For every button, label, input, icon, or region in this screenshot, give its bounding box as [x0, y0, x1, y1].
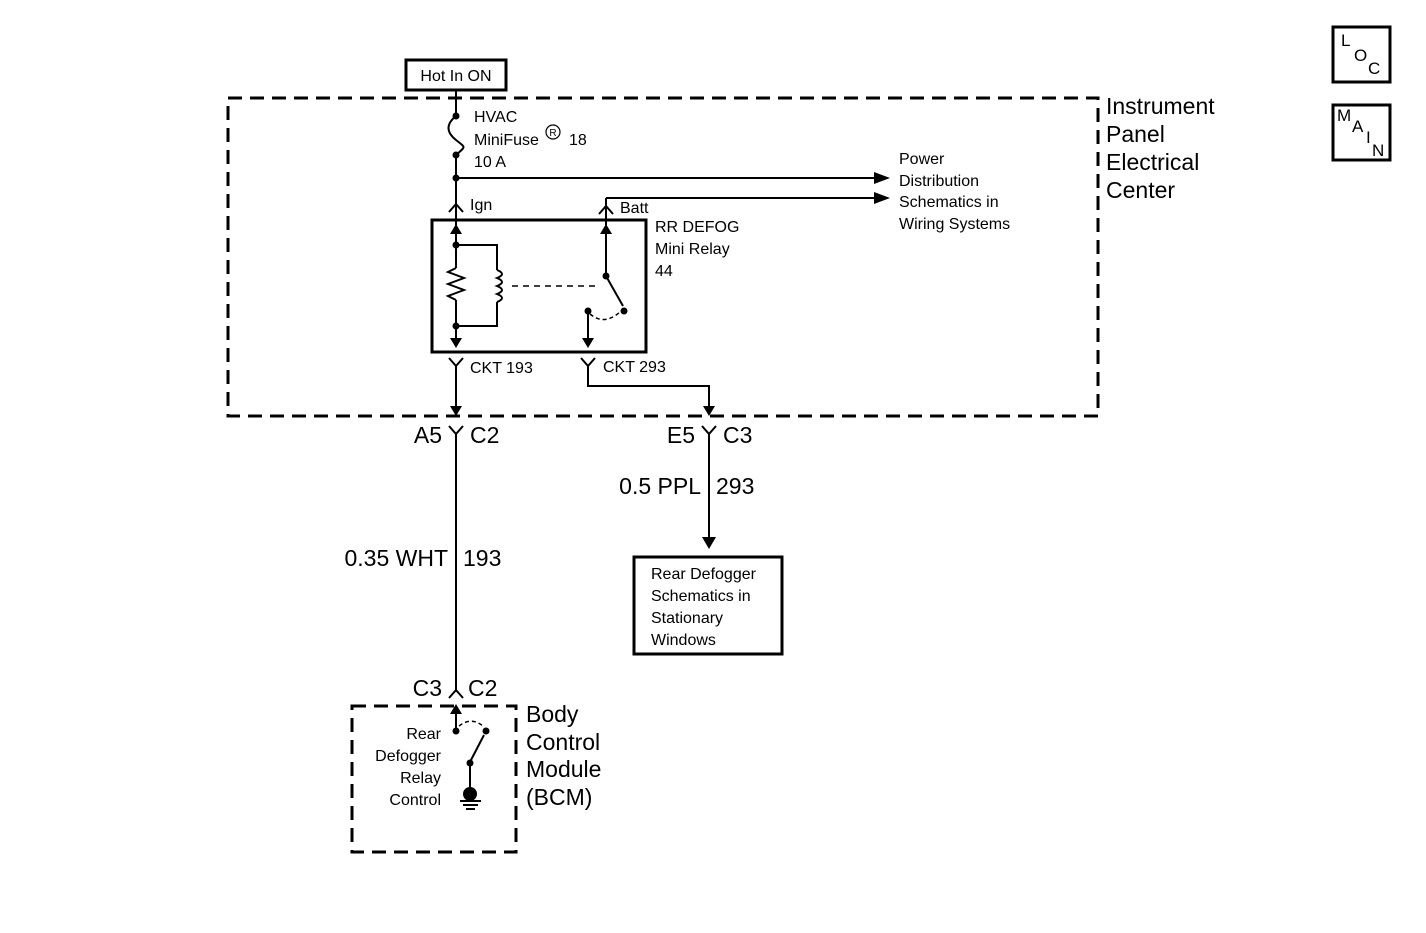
rear-defogger-reference-box: Rear Defogger Schematics in Stationary W…: [632, 555, 784, 656]
arrow-up-icon: [600, 224, 612, 234]
bcm-function-line: Relay: [400, 770, 441, 787]
ipec-title: Instrument Panel Electrical Center: [1106, 93, 1215, 203]
coil-wire: [456, 244, 498, 270]
connector-e5-c3-icon: [701, 425, 717, 436]
connector-c2-label: C2: [470, 422, 499, 448]
ipec-title-line: Center: [1106, 177, 1175, 203]
ckt293-label: CKT 293: [603, 359, 666, 376]
main-letter: N: [1372, 141, 1384, 160]
wire-193-gauge-color: 0.35 WHT: [344, 545, 448, 571]
rear-defogger-line: Rear Defogger: [651, 566, 757, 583]
bcm-connector-c3-label: C3: [413, 675, 442, 701]
resistor-icon: [445, 267, 467, 301]
fuse-number: 18: [569, 132, 587, 149]
arrow-right-icon: [874, 192, 890, 204]
rear-defogger-line: Stationary: [651, 610, 723, 627]
fuse-symbol: [447, 115, 465, 156]
relay-number: 44: [655, 263, 673, 280]
arrow-up-icon: [450, 704, 462, 714]
power-dist-line: Distribution: [899, 173, 979, 190]
main-button[interactable]: M A I N: [1331, 103, 1392, 162]
registered-mark-letter: R: [549, 128, 556, 139]
fuse-name: HVAC: [474, 109, 517, 126]
ckt193-label: CKT 193: [470, 360, 533, 377]
switch-blade: [605, 275, 624, 307]
switch-contact-dot: [620, 307, 628, 315]
rear-defogger-line: Windows: [651, 632, 716, 649]
power-dist-line: Schematics in: [899, 194, 999, 211]
relay-box: [430, 218, 648, 354]
loc-letter: C: [1368, 59, 1380, 78]
registered-mark-icon: [545, 124, 561, 140]
hot-in-on-label: Hot In ON: [420, 68, 491, 85]
coil-icon: [494, 269, 503, 303]
arrow-down-icon: [702, 537, 716, 549]
bcm-title-line: Control: [526, 729, 600, 755]
arrow-down-icon: [450, 338, 462, 348]
switch-contact-dot: [452, 727, 460, 735]
fuse-label: HVAC MiniFuse R 18 10 A: [474, 109, 587, 171]
relay-label: RR DEFOG Mini Relay 44: [655, 219, 739, 280]
ckt293-connector-icon: [580, 357, 596, 368]
power-dist-line: Wiring Systems: [899, 216, 1010, 233]
bcm-function-line: Defogger: [375, 748, 441, 765]
arrow-down-icon: [582, 338, 594, 348]
batt-connector-icon: [598, 204, 614, 215]
arrow-down-icon: [703, 406, 715, 416]
wire-293-circuit: 293: [716, 473, 754, 499]
main-letter: I: [1366, 128, 1371, 147]
switch-travel-arc: [589, 311, 621, 321]
ckt193-connector-icon: [448, 357, 464, 368]
ipec-title-line: Instrument: [1106, 93, 1215, 119]
main-letter: A: [1352, 117, 1364, 136]
main-letter: M: [1337, 106, 1351, 125]
arrow-up-icon: [450, 224, 462, 234]
power-dist-reference: Power Distribution Schematics in Wiring …: [899, 151, 1010, 233]
connector-e5-label: E5: [667, 422, 695, 448]
ign-label: Ign: [470, 197, 492, 214]
loc-button[interactable]: L O C: [1331, 25, 1392, 84]
coil-wire: [456, 302, 498, 327]
relay-type: Mini Relay: [655, 241, 730, 258]
bcm-title-line: (BCM): [526, 784, 592, 810]
rear-defogger-line: Schematics in: [651, 588, 751, 605]
switch-travel-arc: [458, 720, 485, 728]
bcm-title: Body Control Module (BCM): [526, 701, 601, 810]
bcm-function-line: Control: [389, 792, 441, 809]
fuse-rating: 10 A: [474, 154, 506, 171]
bcm-title-line: Body: [526, 701, 579, 727]
bcm-connector-c2-label: C2: [468, 675, 497, 701]
connector-a5-c2-icon: [448, 425, 464, 436]
ground-node-icon: [463, 787, 477, 801]
wire-293: [587, 366, 710, 408]
ipec-title-line: Panel: [1106, 121, 1165, 147]
wire-293-gauge-color: 0.5 PPL: [619, 473, 701, 499]
switch-contact-dot: [482, 727, 490, 735]
bcm-title-line: Module: [526, 756, 601, 782]
connector-c3-label: C3: [723, 422, 752, 448]
arrow-right-icon: [874, 172, 890, 184]
bcm-switch-blade: [470, 734, 485, 761]
arrow-down-icon: [450, 406, 462, 416]
ground-icon: [460, 800, 481, 810]
connector-a5-label: A5: [414, 422, 442, 448]
hot-in-on-box: Hot In ON: [404, 58, 508, 92]
ipec-title-line: Electrical: [1106, 149, 1199, 175]
loc-letter: O: [1354, 46, 1367, 65]
ign-connector-icon: [448, 202, 464, 213]
wire-193-circuit: 193: [463, 545, 501, 571]
connector-c3-c2-icon: [448, 688, 464, 699]
power-dist-line: Power: [899, 151, 945, 168]
relay-name: RR DEFOG: [655, 219, 739, 236]
bcm-function-line: Rear: [406, 726, 441, 743]
fuse-type: MiniFuse: [474, 132, 539, 149]
loc-letter: L: [1341, 31, 1350, 50]
batt-label: Batt: [620, 200, 649, 217]
bcm-function-label: Rear Defogger Relay Control: [375, 726, 441, 809]
